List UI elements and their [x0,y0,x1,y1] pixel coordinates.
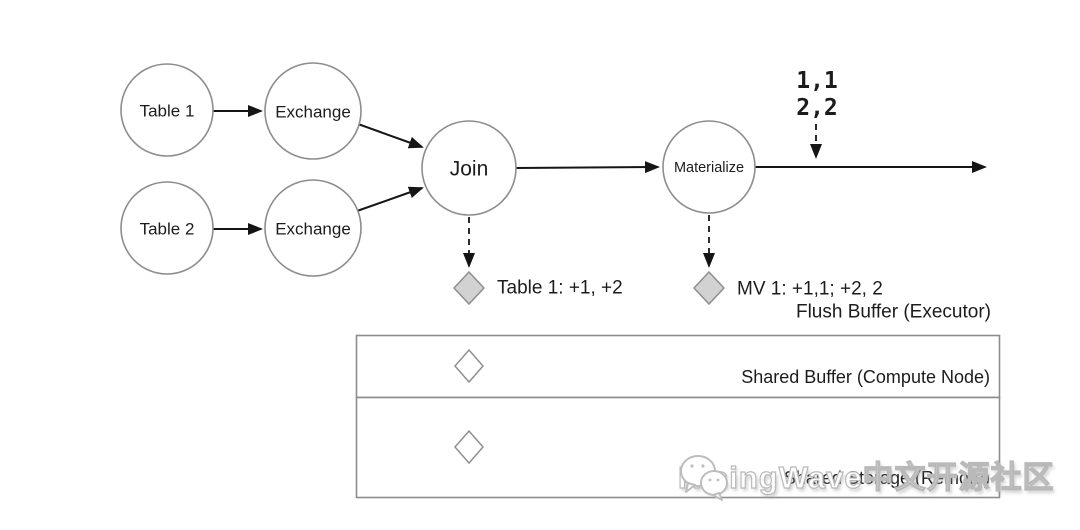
stream-chunk-line1: 1,1 [796,68,838,94]
node-join-circle [421,120,517,216]
shared-buffer-label: Shared Buffer (Compute Node) [741,367,990,387]
node-exchange-top-label: Exchange [275,103,351,122]
node-exchange-bottom: Exchange [264,179,362,277]
node-table2-circle [120,181,214,275]
node-table2: Table 2 [120,181,214,275]
shared-buffer-diamond-icon [454,348,484,384]
materialize-flush-diamond-icon [692,270,726,306]
node-join-label: Join [450,158,489,181]
join-state-annotation: Table 1: +1, +2 [497,278,623,299]
edge-exchange-bottom-join [356,186,424,212]
node-exchange-bottom-circle [264,179,362,277]
node-table1-circle [120,63,214,157]
join-flush-diamond-icon [452,270,486,306]
flow-edges [213,105,987,235]
shared-storage-diamond-icon [454,429,484,465]
node-exchange-top: Exchange [264,62,362,160]
flush-edges [463,124,822,268]
node-exchange-top-circle [264,62,362,160]
mv-state-annotation: MV 1: +1,1; +2, 2 [737,279,883,300]
edge-join-materialize [515,161,660,174]
node-materialize-label: Materialize [674,160,744,176]
flush-buffer-label: Flush Buffer (Executor) [796,302,991,323]
node-table1-label: Table 1 [140,102,195,121]
node-table2-label: Table 2 [140,220,195,239]
node-table1: Table 1 [120,63,214,157]
edge-exchange-top-join [357,123,424,149]
stream-chunk-line2: 2,2 [796,95,838,121]
node-exchange-bottom-label: Exchange [275,220,351,239]
node-materialize-circle [662,120,756,214]
node-materialize: Materialize [662,120,756,214]
shared-storage-label: Shared Storage (Remote) [784,468,990,488]
node-join: Join [421,120,517,216]
